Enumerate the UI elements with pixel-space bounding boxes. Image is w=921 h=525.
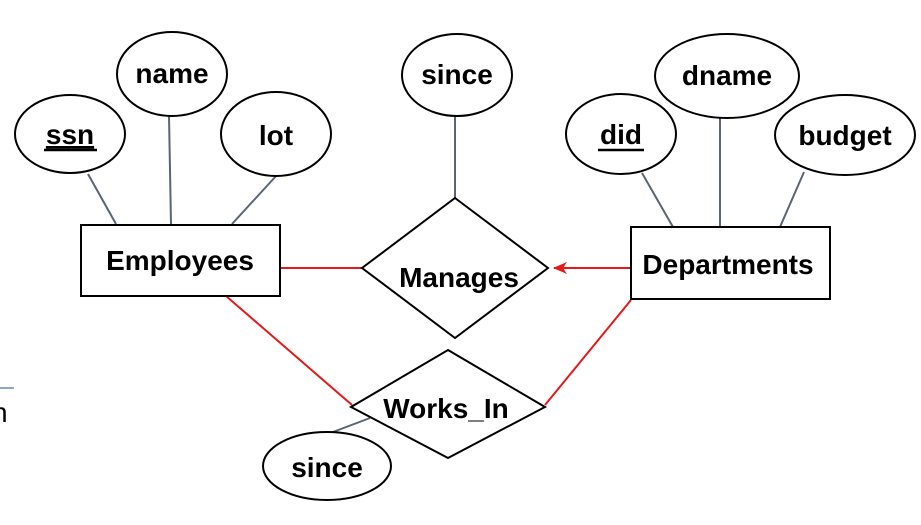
entity-departments[interactable]: Departments bbox=[630, 226, 831, 300]
edge-departments-worksin bbox=[544, 299, 632, 406]
attribute-worksin-since[interactable]: since bbox=[262, 431, 392, 501]
edge-ssn-employees bbox=[87, 173, 117, 225]
relationship-manages-label: Manages bbox=[399, 262, 519, 293]
relationship-works-in-label: Works_In bbox=[383, 393, 509, 424]
edge-budget-departments bbox=[779, 171, 805, 228]
entity-employees-label: Employees bbox=[106, 245, 254, 276]
attribute-manages-since[interactable]: since bbox=[401, 33, 513, 117]
relationship-manages[interactable]: Manages bbox=[360, 196, 550, 340]
edge-name-employees bbox=[168, 115, 172, 225]
attribute-lot[interactable]: lot bbox=[220, 91, 332, 177]
entity-employees[interactable]: Employees bbox=[80, 224, 281, 297]
relationship-works-in[interactable]: Works_In bbox=[348, 348, 548, 460]
attribute-name[interactable]: name bbox=[116, 31, 228, 117]
attribute-manages-since-label: since bbox=[421, 59, 493, 90]
attribute-ssn-label: ssn bbox=[46, 119, 94, 150]
edge-lot-employees bbox=[231, 174, 278, 225]
attribute-name-label: name bbox=[135, 58, 208, 89]
attribute-worksin-since-label: since bbox=[291, 452, 363, 483]
attribute-dname-label: dname bbox=[682, 60, 772, 91]
attribute-budget-label: budget bbox=[798, 120, 891, 151]
edge-did-departments bbox=[641, 172, 674, 228]
edge-employees-worksin bbox=[225, 295, 353, 406]
edge-since-worksin bbox=[332, 417, 371, 433]
attribute-ssn[interactable]: ssn bbox=[14, 94, 126, 174]
attribute-did[interactable]: did bbox=[565, 93, 677, 175]
stray-text: n bbox=[0, 397, 8, 428]
attribute-budget[interactable]: budget bbox=[774, 94, 916, 176]
attribute-did-label: did bbox=[600, 119, 642, 150]
attribute-lot-label: lot bbox=[259, 120, 293, 151]
entity-departments-label: Departments bbox=[642, 249, 813, 280]
attribute-dname[interactable]: dname bbox=[654, 33, 800, 119]
